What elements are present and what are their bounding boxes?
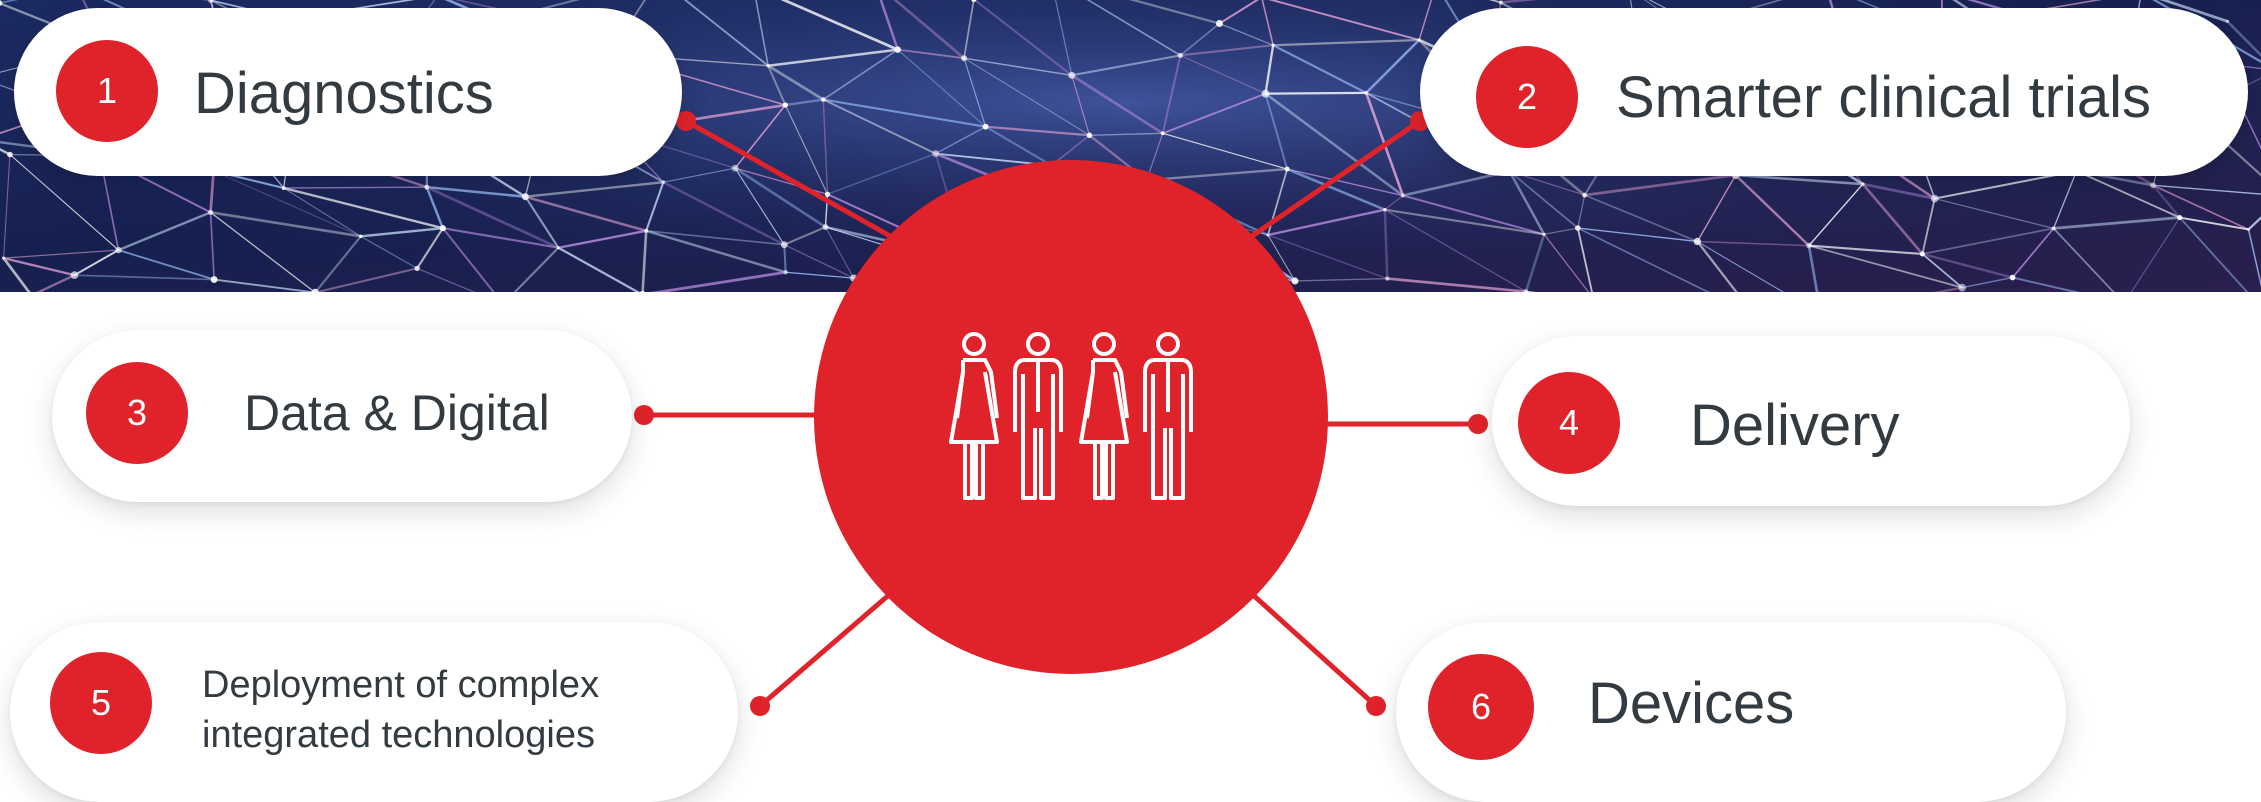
item-deployment: 5 Deployment of complex integrated techn… bbox=[10, 622, 738, 802]
connector-dot-3 bbox=[634, 405, 654, 425]
item-number-badge: 4 bbox=[1518, 372, 1620, 474]
item-data-digital: 3 Data & Digital bbox=[52, 330, 632, 502]
connector-1 bbox=[686, 121, 890, 236]
central-hub bbox=[814, 160, 1328, 674]
item-number-badge: 5 bbox=[50, 652, 152, 754]
item-number-badge: 3 bbox=[86, 362, 188, 464]
item-label: Delivery bbox=[1690, 392, 1900, 459]
item-label: Data & Digital bbox=[244, 384, 550, 442]
item-label: Devices bbox=[1588, 670, 1794, 737]
connector-2 bbox=[1252, 121, 1420, 236]
connector-dot-5 bbox=[750, 696, 770, 716]
item-delivery: 4 Delivery bbox=[1492, 336, 2130, 506]
connector-dot-6 bbox=[1366, 696, 1386, 716]
item-diagnostics: 1 Diagnostics bbox=[14, 8, 682, 176]
item-label-line-1: Deployment of complex bbox=[202, 664, 599, 707]
connector-6 bbox=[1252, 594, 1376, 706]
item-number-badge: 2 bbox=[1476, 46, 1578, 148]
connector-dot-4 bbox=[1468, 414, 1488, 434]
connector-5 bbox=[760, 594, 890, 706]
item-number-badge: 6 bbox=[1428, 654, 1534, 760]
people-group-icon bbox=[941, 332, 1201, 502]
item-label-line-2: integrated technologies bbox=[202, 714, 595, 757]
item-smarter-clinical-trials: 2 Smarter clinical trials bbox=[1420, 8, 2248, 176]
item-label: Diagnostics bbox=[194, 60, 494, 127]
item-devices: 6 Devices bbox=[1396, 622, 2066, 802]
item-label: Smarter clinical trials bbox=[1616, 64, 2151, 131]
item-number-badge: 1 bbox=[56, 40, 158, 142]
